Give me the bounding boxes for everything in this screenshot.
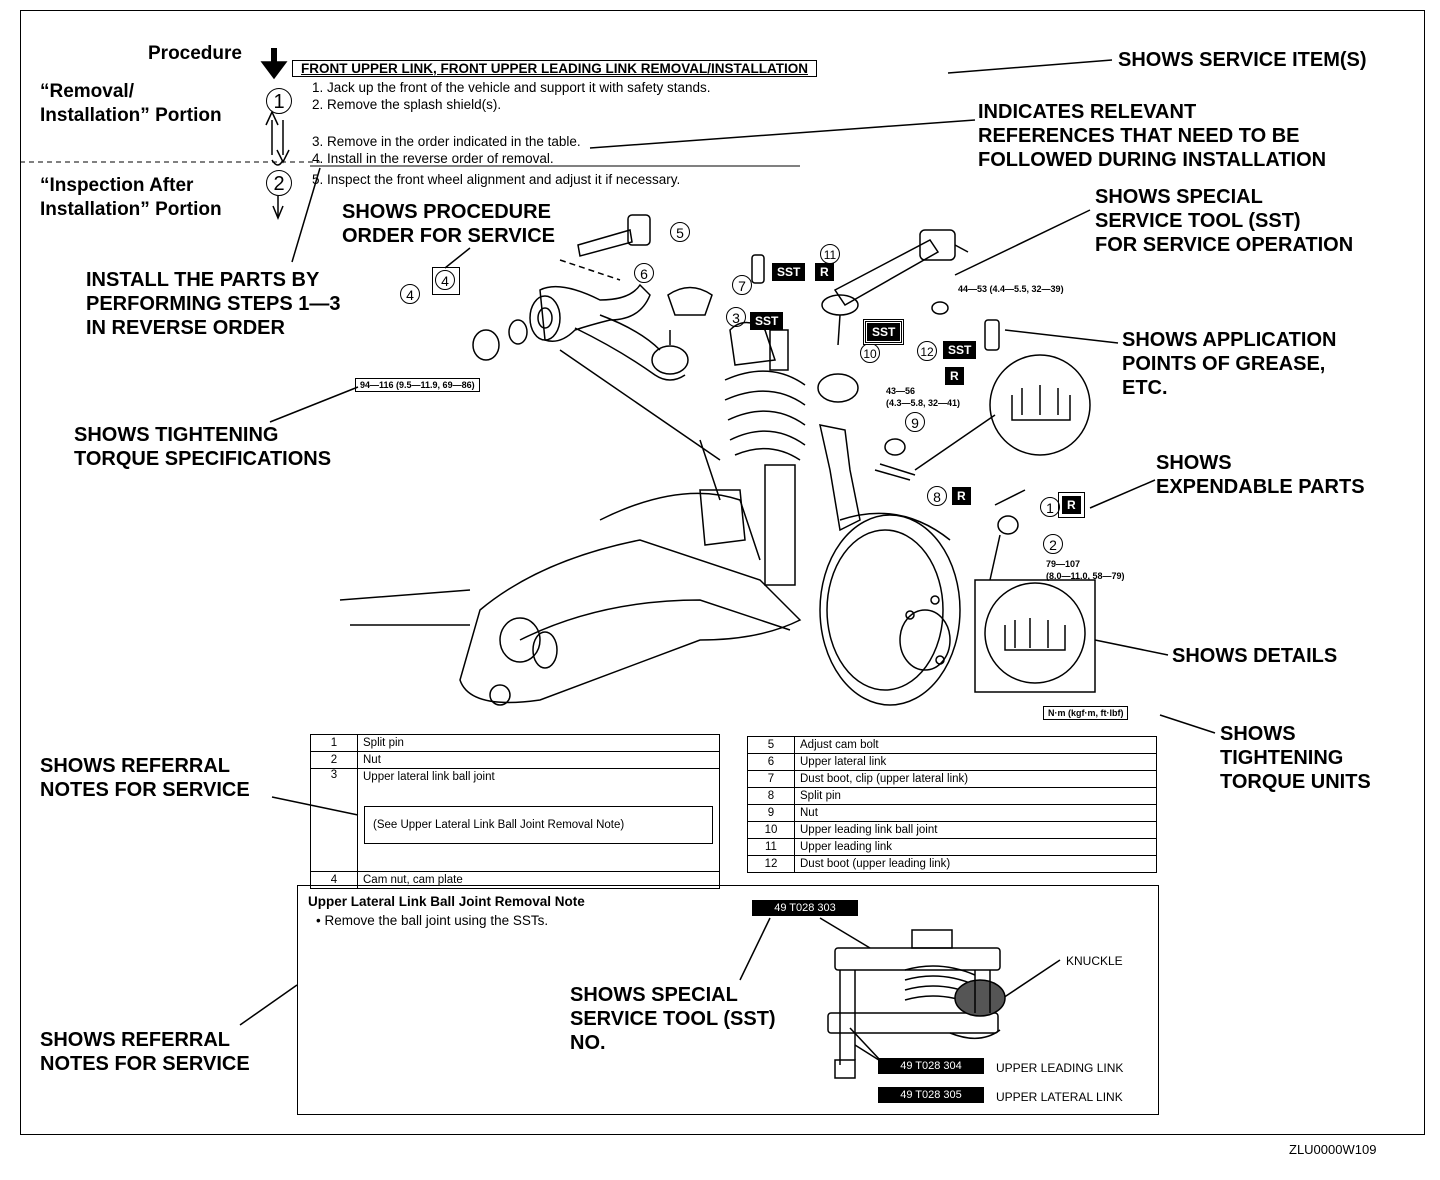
torque-value-4: 79—107 (8.0—11.0, 58—79)	[1046, 559, 1125, 581]
torque-value-2: 44—53 (4.4—5.5, 32—39)	[958, 284, 1064, 294]
callout-tightening: SHOWS TIGHTENING TORQUE SPECIFICATIONS	[74, 424, 332, 470]
note-title: Upper Lateral Link Ball Joint Removal No…	[308, 894, 585, 909]
sst-badge-10: SST	[862, 319, 905, 345]
part-number-8: 8	[927, 486, 947, 507]
sst-badge-12: SST	[943, 341, 977, 359]
torque-units-box: N·m (kgf·m, ft·lbf)	[1043, 706, 1129, 720]
figure-code: ZLU0000W109	[1289, 1142, 1377, 1157]
referral-note-box: (See Upper Lateral Link Ball Joint Remov…	[364, 806, 713, 844]
r-badge-8: R	[952, 487, 971, 505]
callout-referral-notes-2: SHOWS REFERRAL NOTES FOR SERVICE	[40, 1029, 250, 1075]
r-badge-1-box: R	[1058, 492, 1085, 518]
callout-service-items: SHOWS SERVICE ITEM(S)	[1118, 49, 1367, 71]
sst-number-303: 49 T028 303	[752, 900, 858, 916]
step-5: 5. Inspect the front wheel alignment and…	[312, 172, 681, 187]
note-bullet: • Remove the ball joint using the SSTs.	[316, 913, 549, 928]
table-row: (See Upper Lateral Link Ball Joint Remov…	[311, 785, 720, 872]
sst-badge-7: SST	[772, 263, 806, 281]
upper-lateral-link-label: UPPER LATERAL LINK	[996, 1090, 1123, 1104]
callout-details: SHOWS DETAILS	[1172, 645, 1338, 667]
r-badge-12: R	[945, 367, 964, 385]
part-number-9: 9	[905, 412, 925, 433]
sst-badge-3: SST	[750, 312, 784, 330]
step-4: 4. Install in the reverse order of remov…	[312, 151, 554, 166]
page-frame	[20, 10, 1425, 1135]
r-badge-11: R	[815, 263, 834, 281]
part-number-12: 12	[917, 341, 937, 361]
callout-procedure-order: SHOWS PROCEDURE ORDER FOR SERVICE	[342, 201, 555, 247]
step-3: 3. Remove in the order indicated in the …	[312, 134, 581, 149]
callout-referral-notes-1: SHOWS REFERRAL NOTES FOR SERVICE	[40, 755, 250, 801]
procedure-label: Procedure	[148, 43, 242, 64]
callout-expendable: SHOWS EXPENDABLE PARTS	[1156, 452, 1365, 498]
part-number-2: 2	[1043, 534, 1063, 555]
part-number-1: 1	[1040, 497, 1060, 518]
part-number-4: 4	[400, 284, 420, 305]
torque-value-1: 94—116 (9.5—11.9, 69—86)	[355, 378, 480, 392]
part-number-6: 6	[634, 263, 654, 284]
callout-torque-units: SHOWS TIGHTENING TORQUE UNITS	[1220, 723, 1371, 793]
callout-grease: SHOWS APPLICATION POINTS OF GREASE, ETC.	[1122, 329, 1337, 399]
part-number-10: 10	[860, 343, 880, 363]
torque-value-3: 43—56 (4.3—5.8, 32—41)	[886, 386, 961, 408]
step-1: 1. Jack up the front of the vehicle and …	[312, 80, 711, 95]
portion-marker-1: 1	[266, 88, 292, 114]
service-title: FRONT UPPER LINK, FRONT UPPER LEADING LI…	[292, 60, 817, 77]
part-number-4-boxed: 4	[432, 267, 460, 295]
callout-special-tool: SHOWS SPECIAL SERVICE TOOL (SST) FOR SER…	[1095, 186, 1354, 256]
sst-number-305: 49 T028 305	[878, 1087, 984, 1103]
part-number-3: 3	[726, 307, 746, 328]
part-number-11: 11	[820, 244, 840, 264]
step-2: 2. Remove the splash shield(s).	[312, 97, 502, 112]
portion-marker-2: 2	[266, 170, 292, 196]
upper-leading-link-label: UPPER LEADING LINK	[996, 1061, 1124, 1075]
removal-installation-label: “Removal/ Installation” Portion	[40, 81, 222, 126]
part-number-7: 7	[732, 275, 752, 296]
callout-install-parts: INSTALL THE PARTS BY PERFORMING STEPS 1—…	[86, 269, 341, 339]
callout-sst-no: SHOWS SPECIAL SERVICE TOOL (SST) NO.	[570, 984, 776, 1054]
knuckle-label: KNUCKLE	[1066, 954, 1123, 968]
part-number-5: 5	[670, 222, 690, 243]
callout-references: INDICATES RELEVANT REFERENCES THAT NEED …	[978, 101, 1327, 171]
sst-number-304: 49 T028 304	[878, 1058, 984, 1074]
inspection-label: “Inspection After Installation” Portion	[40, 175, 222, 220]
removal-note-box: Upper Lateral Link Ball Joint Removal No…	[297, 885, 1159, 1115]
